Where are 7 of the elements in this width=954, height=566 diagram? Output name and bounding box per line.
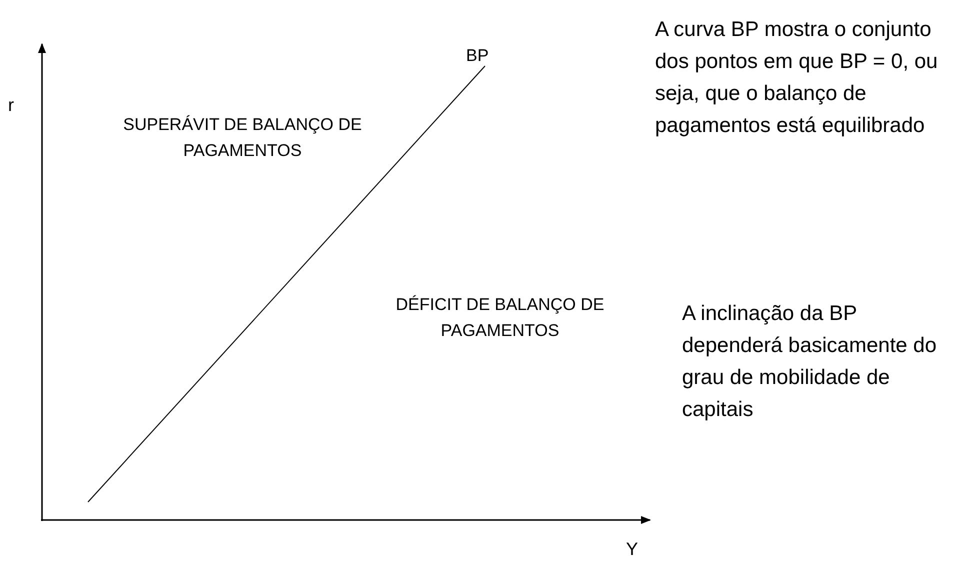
note-text: A inclinação da BP dependerá basicamente do grau de mobilidade de capitais xyxy=(682,301,938,423)
axis-label: r xyxy=(8,94,14,117)
axis-label: Y xyxy=(626,538,638,561)
region-label: SUPERÁVIT DE BALANÇO DE PAGAMENTOS xyxy=(122,114,363,162)
note-text: A curva BP mostra o conjunto dos pontos em que BP = 0, ou seja, que o balanço de pagamentos está equilibrado xyxy=(655,17,939,139)
curve-label: BP xyxy=(466,45,489,67)
region-label: DÉFICIT DE BALANÇO DE PAGAMENTOS xyxy=(394,294,606,342)
